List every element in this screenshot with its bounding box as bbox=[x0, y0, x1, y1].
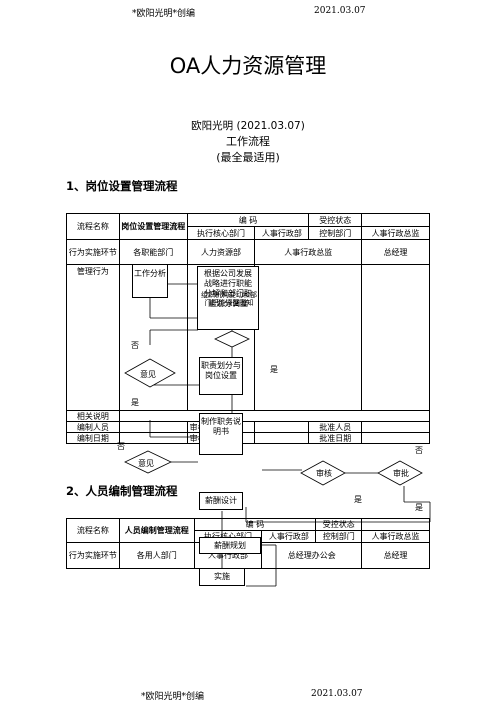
implement-box: 实施 bbox=[199, 568, 245, 586]
page-header-left: *欧阳光明*创编 bbox=[132, 9, 196, 19]
lane-gm-meeting: 总经理办公会 bbox=[261, 542, 363, 569]
opinion-label-2: 意见 bbox=[138, 459, 154, 468]
work-analysis-box: 工作分析 bbox=[132, 264, 168, 298]
salary-plan-box: 薪酬规划 bbox=[199, 537, 261, 554]
section2-heading: 2、人员编制管理流程 bbox=[66, 484, 178, 498]
yes-label-1: 是 bbox=[270, 365, 278, 374]
mgmt-label: 管理行为 bbox=[66, 264, 120, 411]
subtitle: 工作流程 bbox=[226, 135, 270, 148]
subtitle-note: (最全最适用) bbox=[216, 151, 280, 164]
strategy-box: 根据公司发展战略进行职能分解和部门职能划分调整 bbox=[197, 266, 259, 330]
lane-gm-2: 总经理 bbox=[361, 542, 430, 569]
section1-heading: 1、岗位设置管理流程 bbox=[66, 179, 178, 193]
author-line: 欧阳光明 (2021.03.07) bbox=[191, 120, 305, 132]
structure-notice-text: 组织机构变动和部门职能调整通知 bbox=[201, 291, 257, 307]
section2-table: 流程名称 人员编制管理流程 编 码 受控状态 执行核心部门 人事行政部 控制部门… bbox=[66, 518, 430, 569]
review-date-value bbox=[254, 432, 310, 444]
yes-label-2: 是 bbox=[131, 398, 139, 407]
make-desc-box: 制作职务说明书 bbox=[199, 413, 243, 455]
duty-plan-box: 职责划分与岗位设置 bbox=[199, 357, 243, 395]
review-label: 审核 bbox=[316, 469, 332, 478]
opinion-diamond-1 bbox=[124, 358, 176, 388]
salary-design-box: 薪酬设计 bbox=[199, 492, 243, 510]
opinion-diamond-2 bbox=[124, 450, 172, 474]
review-diamond-1 bbox=[214, 330, 250, 348]
mgmt-lane-3 bbox=[254, 264, 363, 411]
opinion-label-1: 意见 bbox=[140, 370, 156, 379]
approve-date-value bbox=[361, 432, 430, 444]
lane-hr: 人力资源部 bbox=[186, 239, 256, 265]
no-label-2: 否 bbox=[117, 442, 125, 451]
stage-label: 行为实施环节 bbox=[66, 239, 120, 265]
lane-gm: 总经理 bbox=[361, 239, 430, 265]
document-title: OA人力资源管理 bbox=[169, 54, 327, 78]
mgmt-lane-4 bbox=[361, 264, 430, 411]
stage-label-2: 行为实施环节 bbox=[66, 542, 120, 569]
page-footer-date: 2021.03.07 bbox=[311, 689, 363, 699]
lane-user-dept: 各用人部门 bbox=[118, 542, 195, 569]
date-label: 编制日期 bbox=[66, 432, 120, 444]
proc-name-value-2: 人员编制管理流程 bbox=[118, 518, 195, 543]
page-footer-left: *欧阳光明*创编 bbox=[141, 692, 205, 702]
page-header-date: 2021.03.07 bbox=[314, 6, 366, 16]
yes-label-3: 是 bbox=[354, 495, 362, 504]
section1-table: 流程名称 岗位设置管理流程 编 码 受控状态 执行核心部门 人事行政部 控制部门… bbox=[66, 213, 431, 444]
yes-label-4: 是 bbox=[415, 503, 423, 512]
no-label-1: 否 bbox=[131, 341, 139, 350]
approve-diamond bbox=[377, 460, 423, 486]
proc-name-value: 岗位设置管理流程 bbox=[118, 213, 188, 240]
no-label-3: 否 bbox=[415, 446, 423, 455]
approve-label: 审批 bbox=[393, 469, 409, 478]
review-diamond-2 bbox=[300, 460, 346, 486]
